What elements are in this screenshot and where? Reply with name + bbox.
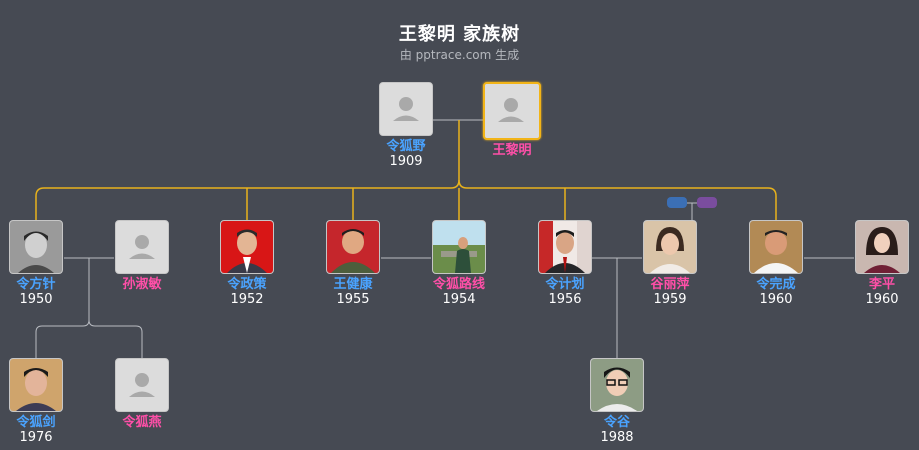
tag-badge-purple[interactable] — [697, 197, 717, 208]
person-photo[interactable] — [855, 220, 909, 274]
person-photo[interactable] — [432, 220, 486, 274]
person-name[interactable]: 令谷 — [603, 415, 630, 430]
person-birth-year: 1960 — [865, 292, 899, 307]
person-birth-year: 1976 — [19, 430, 53, 445]
person-photo[interactable] — [749, 220, 803, 274]
descent-line — [458, 179, 777, 220]
person-name[interactable]: 令计划 — [545, 277, 585, 292]
person-birth-year: 1954 — [442, 292, 476, 307]
person-photo[interactable] — [643, 220, 697, 274]
person-card-wang-liming[interactable]: 王黎明 — [462, 82, 562, 158]
avatar-placeholder-icon[interactable] — [379, 82, 433, 136]
page-subtitle: 由 pptrace.com 生成 — [399, 48, 520, 62]
person-name[interactable]: 令政策 — [227, 277, 267, 292]
descent-line — [35, 258, 90, 358]
person-birth-year: 1952 — [230, 292, 264, 307]
person-card-sun-shumin[interactable]: 孙淑敏 — [92, 220, 192, 292]
person-name[interactable]: 令狐燕 — [122, 415, 162, 430]
person-birth-year: 1950 — [19, 292, 53, 307]
person-name[interactable]: 王健康 — [333, 277, 373, 292]
person-photo[interactable] — [9, 220, 63, 274]
person-name[interactable]: 令狐剑 — [16, 415, 56, 430]
tag-badge-blue[interactable] — [667, 197, 687, 208]
person-photo[interactable] — [590, 358, 644, 412]
person-photo[interactable] — [220, 220, 274, 274]
person-photo[interactable] — [9, 358, 63, 412]
person-birth-year: 1959 — [653, 292, 687, 307]
person-name[interactable]: 令完成 — [756, 277, 796, 292]
person-photo[interactable] — [326, 220, 380, 274]
person-name[interactable]: 令狐野 — [386, 139, 426, 154]
person-name[interactable]: 王黎明 — [492, 143, 532, 158]
person-birth-year: 1956 — [548, 292, 582, 307]
avatar-placeholder-icon[interactable] — [483, 82, 541, 140]
person-name[interactable]: 谷丽萍 — [650, 277, 690, 292]
person-birth-year: 1960 — [759, 292, 793, 307]
person-name[interactable]: 令方针 — [16, 277, 56, 292]
avatar-placeholder-icon[interactable] — [115, 358, 169, 412]
person-birth-year: 1909 — [389, 154, 423, 169]
person-card-linghu-yan[interactable]: 令狐燕 — [92, 358, 192, 430]
person-name[interactable]: 孙淑敏 — [122, 277, 162, 292]
descent-line — [88, 319, 143, 358]
person-name[interactable]: 李平 — [868, 277, 895, 292]
person-name[interactable]: 令狐路线 — [432, 277, 485, 292]
page-title: 王黎明 家族树 — [398, 24, 521, 45]
person-birth-year: 1988 — [600, 430, 634, 445]
avatar-placeholder-icon[interactable] — [115, 220, 169, 274]
person-photo[interactable] — [538, 220, 592, 274]
person-birth-year: 1955 — [336, 292, 370, 307]
